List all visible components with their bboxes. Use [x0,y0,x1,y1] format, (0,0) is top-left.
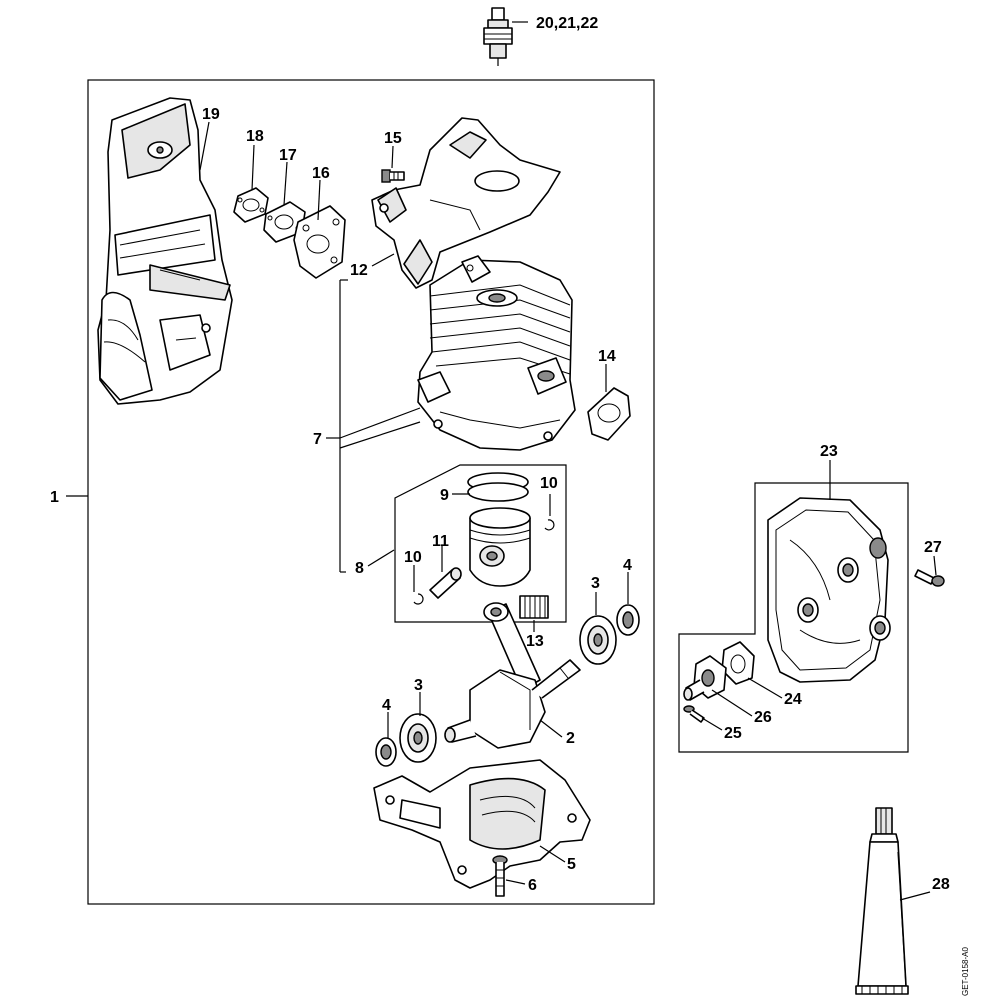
label-20-21-22: 20,21,22 [536,15,598,32]
label-27: 27 [924,539,942,556]
label-23: 23 [820,443,838,460]
label-28: 28 [932,876,950,893]
label-9: 9 [440,487,449,504]
label-14: 14 [598,348,616,365]
assembly-bracket-line [339,279,348,573]
bearing-3-upper-part [579,615,617,665]
label-1: 1 [50,489,59,506]
screw-15-part [381,169,405,183]
label-10-upper: 10 [540,475,558,492]
cylinder-shroud-part [371,117,561,289]
seal-4-lower-part [375,737,397,767]
gasket-18-part [233,187,269,223]
label-11: 11 [432,533,449,550]
piston-frame [394,464,567,623]
label-24: 24 [784,691,802,708]
bearing-3-lower-part [399,713,437,763]
piston-part [469,507,531,587]
piston-ring-part [467,472,529,502]
label-10-lower: 10 [404,549,422,566]
circlip-10a-part [544,519,555,531]
needle-cage-part [519,595,549,619]
exhaust-flange-part [683,655,727,701]
screw-25-part [683,705,705,723]
label-12: 12 [350,262,368,279]
crankcase-part [373,759,591,889]
spark-plug-part [483,7,513,66]
screw-6-part [492,855,508,897]
label-15: 15 [384,130,402,147]
seal-4-upper-part [616,604,640,636]
label-7: 7 [313,431,322,448]
label-8: 8 [355,560,364,577]
drawing-code: GET-0158-A0 [961,947,970,996]
label-18: 18 [246,128,264,145]
piston-pin-part [429,567,462,599]
muffler-gasket-24-part [721,641,755,685]
label-16: 16 [312,165,330,182]
label-4-lower: 4 [382,697,391,714]
label-3-lower: 3 [414,677,423,694]
assembly-frame [87,79,655,905]
crankshaft-part [444,602,581,749]
label-17: 17 [279,147,297,164]
fan-housing-part [97,97,233,405]
cylinder-part [417,255,576,451]
label-19: 19 [202,106,220,123]
label-3-upper: 3 [591,575,600,592]
muffler-gasket-14-part [587,387,631,441]
label-26: 26 [754,709,772,726]
label-5: 5 [567,856,576,873]
label-2: 2 [566,730,575,747]
tube-part [855,807,909,995]
label-4-upper: 4 [623,557,632,574]
label-13: 13 [526,633,544,650]
muffler-part [767,497,891,683]
circlip-10b-part [413,593,424,605]
muffler-frame [678,482,909,753]
gasket-16-part [293,205,346,279]
label-6: 6 [528,877,537,894]
screw-27-part [914,569,945,587]
label-25: 25 [724,725,742,742]
leader-lines [66,21,937,901]
